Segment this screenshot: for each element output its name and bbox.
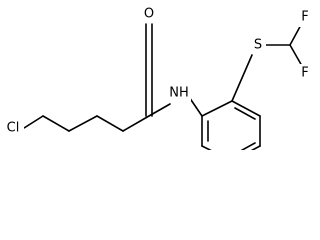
atom-label-sulfur: S xyxy=(254,38,262,53)
bond-group-chain xyxy=(23,23,171,132)
ring-bond-1 xyxy=(201,100,233,117)
ring-inner-bond-1 xyxy=(234,107,256,120)
bond-c1-carbonyl xyxy=(122,115,150,132)
atom-labels: Cl O NH S F F xyxy=(0,5,312,137)
atom-label-nitrogen: NH xyxy=(169,86,189,101)
bond-carbon-f2 xyxy=(289,44,303,67)
bond-carbonyl-nitrogen xyxy=(148,103,171,117)
bond-c3-c2 xyxy=(68,115,98,132)
bond-c4-c3 xyxy=(42,115,70,132)
ring-bond-5 xyxy=(201,145,212,150)
bond-c2-c1 xyxy=(96,115,124,132)
atom-label-oxygen: O xyxy=(144,7,154,22)
bond-cl-c4 xyxy=(23,115,44,129)
bond-group-thioether xyxy=(231,22,303,102)
atom-label-chlorine: Cl xyxy=(7,121,20,136)
ring-bond-4 xyxy=(250,145,261,150)
ring-bond-2 xyxy=(231,100,261,117)
atom-label-fluorine-1: F xyxy=(301,10,308,25)
bond-ring-sulfur xyxy=(231,54,253,102)
benzene-ring xyxy=(201,100,261,150)
chemical-structure-diagram: Cl O NH S F F xyxy=(0,5,312,150)
atom-label-fluorine-2: F xyxy=(301,66,308,81)
ring-inner-bond-2 xyxy=(240,142,256,150)
